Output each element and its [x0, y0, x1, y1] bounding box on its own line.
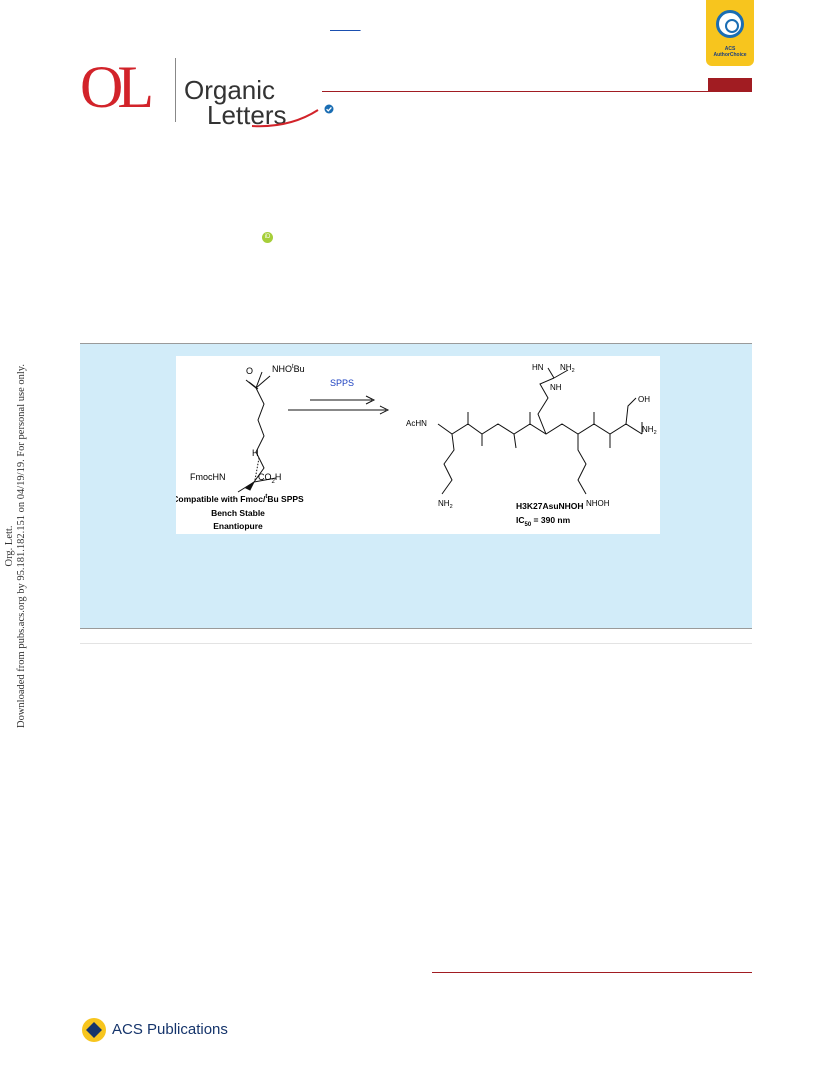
sidenote-download: Downloaded from pubs.acs.org by 95.181.1…	[16, 364, 27, 728]
header-rule	[322, 91, 752, 92]
lysine-nh2: NH2	[438, 499, 453, 510]
caption-left-line2: Bench Stable	[211, 508, 265, 518]
authorchoice-icon	[716, 10, 744, 38]
footer-rule	[432, 972, 752, 973]
acs-logo-icon	[82, 1018, 106, 1042]
reagent-oxygen: O	[246, 366, 253, 376]
journal-name-line2: Letters	[207, 100, 287, 130]
orcid-icon[interactable]: iD	[262, 232, 273, 243]
terminal-nh2: NH2	[642, 425, 657, 436]
reagent-bottom-left: FmocHN	[190, 472, 226, 482]
hydroxamic-nhoh: NHOH	[586, 499, 610, 508]
arrow-label: SPPS	[330, 378, 354, 388]
caption-right-line1: H3K27AsuNHOH	[516, 501, 584, 511]
caption-left-line1: Compatible with Fmoc/tBu SPPS	[176, 494, 304, 504]
check-icon	[324, 104, 334, 114]
doi-link[interactable]	[330, 20, 361, 32]
toc-graphic: O NHOtBu H FmocHN CO2H SPPS Compatible w…	[172, 356, 660, 534]
header-red-tab	[708, 78, 752, 91]
reagent-top-group: NHOtBu	[272, 364, 305, 374]
swoosh-icon	[251, 109, 319, 128]
reaction-scheme: O NHOtBu H FmocHN CO2H SPPS Compatible w…	[172, 363, 657, 531]
badge-text: ACS AuthorChoice	[713, 46, 747, 58]
guanidine-nh2: NH2	[560, 363, 575, 374]
product-achn: AcHN	[406, 419, 427, 428]
download-notice: Org. Lett. Downloaded from pubs.acs.org …	[4, 356, 44, 736]
serine-oh: OH	[638, 395, 650, 404]
logo-divider	[175, 58, 176, 122]
sidenote-journal: Org. Lett.	[4, 525, 15, 567]
guanidine-hn: HN	[532, 363, 544, 372]
caption-left-line3: Enantiopure	[213, 521, 263, 531]
reagent-h: H	[252, 448, 259, 458]
acs-authorchoice-badge[interactable]: ACS AuthorChoice	[706, 0, 754, 66]
caption-right-line2: IC50 = 390 nm	[516, 515, 571, 528]
publisher-name: ACS Publications	[112, 1021, 228, 1038]
journal-logo: OL	[80, 54, 154, 120]
guanidine-nh: NH	[550, 383, 562, 392]
reagent-bottom-right: CO2H	[258, 472, 281, 485]
journal-name-line1: Organic	[184, 75, 276, 105]
section-divider	[80, 643, 752, 644]
